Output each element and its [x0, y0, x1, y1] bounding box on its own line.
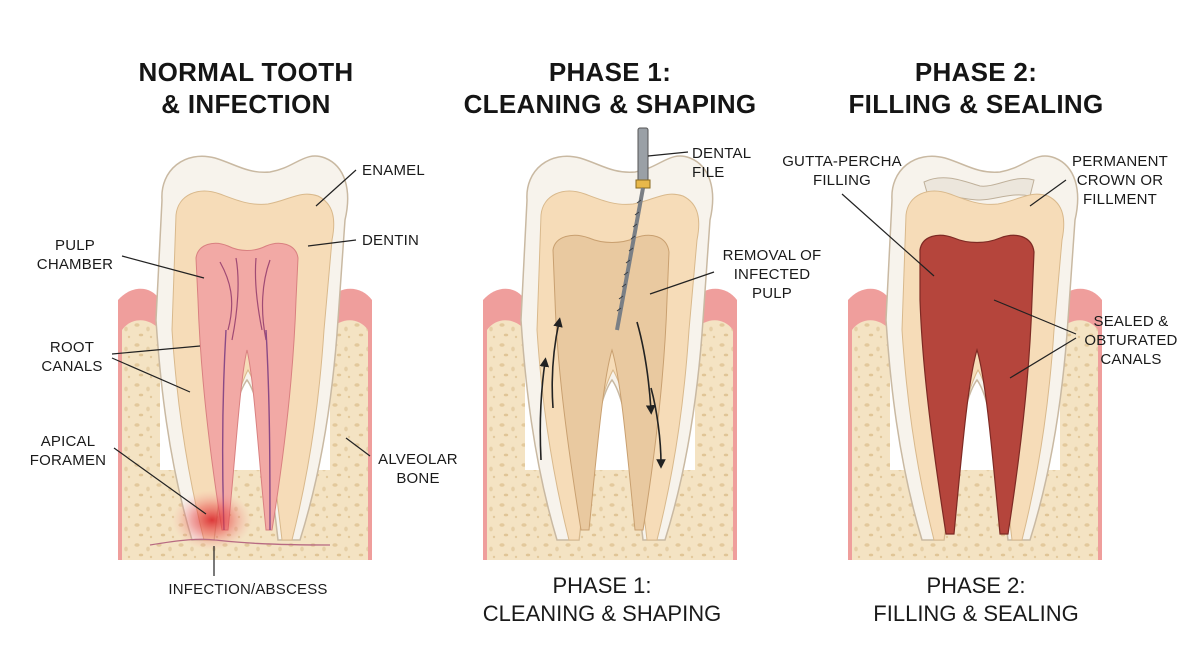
- panel-2-leaders: [647, 151, 715, 295]
- panel-1-title: NORMAL TOOTH & INFECTION: [138, 57, 354, 119]
- infection-abscess: [172, 490, 252, 550]
- label-root-canals: ROOT CANALS: [41, 339, 103, 375]
- pulp-cleaned: [552, 234, 670, 531]
- tooth-filled: [848, 155, 1102, 560]
- label-alveolar-bone: ALVEOLAR BONE: [378, 451, 458, 487]
- tooth-cleaning: [483, 127, 737, 560]
- panel-3-caption: PHASE 2: FILLING & SEALING: [873, 573, 1079, 626]
- panel-2-title: PHASE 1: CLEANING & SHAPING: [463, 57, 757, 119]
- label-sealed-canals: SEALED & OBTURATED CANALS: [1084, 313, 1178, 368]
- panel-3-title: PHASE 2: FILLING & SEALING: [848, 57, 1104, 119]
- label-enamel: ENAMEL: [362, 162, 425, 179]
- caption-infection-abscess: INFECTION/ABSCESS: [168, 581, 328, 598]
- panel-2-caption: PHASE 1: CLEANING & SHAPING: [482, 573, 722, 626]
- label-gutta-percha: GUTTA-PERCHA FILLING: [782, 153, 902, 189]
- label-dentin: DENTIN: [362, 232, 420, 249]
- dental-file: [615, 127, 651, 331]
- gutta-percha: [919, 234, 1035, 535]
- alveolar-bone: [122, 320, 368, 560]
- label-pulp-chamber: PULP CHAMBER: [36, 237, 114, 273]
- panel-3-leaders: [841, 179, 1077, 379]
- label-permanent-crown: PERMANENT CROWN OR FILLMENT: [1072, 153, 1168, 208]
- panel-1-leaders: [111, 169, 371, 576]
- label-removal-infected-pulp: REMOVAL OF INFECTED PULP: [722, 247, 822, 302]
- tooth-normal: [118, 155, 372, 560]
- label-dental-file: DENTAL FILE: [692, 145, 752, 181]
- label-apical-foramen: APICAL FORAMEN: [29, 433, 107, 469]
